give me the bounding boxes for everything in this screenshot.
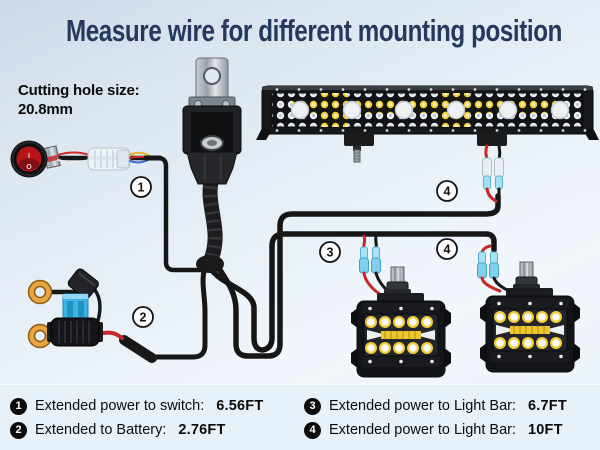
legend: 1 Extended power to switch: 6.56FT 2 Ext… <box>0 384 600 450</box>
legend-badge-3: 3 <box>304 397 321 415</box>
cutting-hole-value: 20.8mm <box>18 101 73 118</box>
rocker-switch: I O <box>10 140 61 178</box>
legend-item-3: 3 Extended power to Light Bar: 6.7FT <box>304 394 594 418</box>
pod2-connectors <box>477 244 511 293</box>
legend-badge-4: 4 <box>304 421 321 439</box>
svg-text:1: 1 <box>138 181 145 195</box>
fuse-holder <box>47 268 103 347</box>
legend-label-1: Extended power to switch: <box>35 398 205 414</box>
battery-wire <box>147 259 209 360</box>
lightbar-bracket-right <box>477 132 507 146</box>
legend-label-2: Extended to Battery: <box>35 422 167 438</box>
svg-text:3: 3 <box>327 246 334 260</box>
mounting-hole <box>203 67 221 85</box>
legend-value-3: 6.7FT <box>528 398 567 414</box>
legend-label-4: Extended power to Light Bar: <box>329 422 517 438</box>
svg-text:4: 4 <box>444 185 451 199</box>
switch-on-mark: I <box>28 153 30 160</box>
legend-item-2: 2 Extended to Battery: 2.76FT <box>10 418 304 442</box>
legend-value-2: 2.76FT <box>178 422 226 438</box>
lightbar-wire <box>211 193 501 359</box>
callout-2: 2 <box>132 306 154 328</box>
switch-off-mark: O <box>26 164 32 171</box>
svg-text:2: 2 <box>140 311 147 325</box>
legend-label-3: Extended power to Light Bar: <box>329 398 517 414</box>
legend-value-1: 6.56FT <box>216 398 264 414</box>
led-pod-light-1 <box>350 266 452 378</box>
legend-badge-1: 1 <box>10 397 27 415</box>
callout-4a: 4 <box>436 180 458 202</box>
inline-connector <box>57 147 163 171</box>
legend-value-4: 10FT <box>528 422 563 438</box>
relay-box <box>182 57 242 273</box>
switch-wire <box>43 155 205 273</box>
legend-badge-2: 2 <box>10 421 27 439</box>
callout-1: 1 <box>130 176 152 198</box>
callout-4b: 4 <box>436 238 458 260</box>
cutting-hole-label: Cutting hole size: <box>18 82 140 99</box>
lightbar-bracket-left <box>344 132 374 146</box>
battery-sleeve <box>119 335 157 363</box>
pod-wire <box>205 231 497 353</box>
lightbar-connectors <box>482 144 504 203</box>
svg-text:4: 4 <box>444 243 451 257</box>
led-light-bar <box>256 85 599 163</box>
callout-3: 3 <box>319 241 341 263</box>
cutting-hole-note: Cutting hole size: 20.8mm <box>18 81 140 119</box>
page-title: Measure wire for different mounting posi… <box>66 13 563 48</box>
legend-item-4: 4 Extended power to Light Bar: 10FT <box>304 418 594 442</box>
legend-item-1: 1 Extended power to switch: 6.56FT <box>10 394 304 418</box>
fuse-cap <box>67 268 99 299</box>
